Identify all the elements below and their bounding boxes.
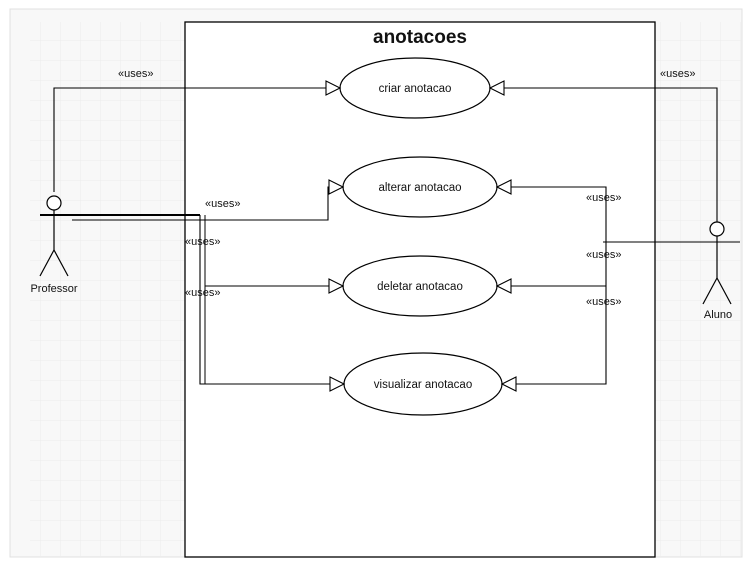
use-case-alterar-anotacao[interactable]: alterar anotacao (342, 156, 498, 218)
uses-label: «uses» (185, 236, 220, 248)
actor-aluno-label: Aluno (704, 309, 732, 321)
arrowheads-left (325, 80, 346, 392)
uses-label: «uses» (586, 296, 621, 308)
actor-professor[interactable] (39, 195, 69, 277)
use-case-label: criar anotacao (379, 83, 452, 95)
connector-professor-visualizar (199, 215, 342, 385)
connector-aluno-criar (491, 87, 718, 222)
actor-professor-label: Professor (30, 283, 77, 295)
system-title: anotacoes (373, 27, 467, 48)
uses-label: «uses» (660, 68, 695, 80)
uses-label: «uses» (205, 198, 240, 210)
use-case-criar-anotacao[interactable]: criar anotacao (339, 57, 491, 119)
use-case-deletar-anotacao[interactable]: deletar anotacao (342, 255, 498, 317)
connector-professor-criar (53, 87, 338, 192)
actor-aluno[interactable] (702, 221, 732, 305)
use-case-label: deletar anotacao (377, 281, 463, 293)
uses-label: «uses» (586, 249, 621, 261)
uses-label: «uses» (118, 68, 153, 80)
use-case-visualizar-anotacao[interactable]: visualizar anotacao (343, 352, 503, 416)
use-case-label: visualizar anotacao (374, 379, 472, 391)
uses-label: «uses» (586, 192, 621, 204)
use-case-label: alterar anotacao (378, 182, 461, 194)
actor-head-icon (46, 195, 62, 211)
aluno-connectors (491, 87, 740, 385)
actor-head-icon (709, 221, 725, 237)
arrowheads-right (488, 80, 517, 392)
uses-label: «uses» (185, 287, 220, 299)
